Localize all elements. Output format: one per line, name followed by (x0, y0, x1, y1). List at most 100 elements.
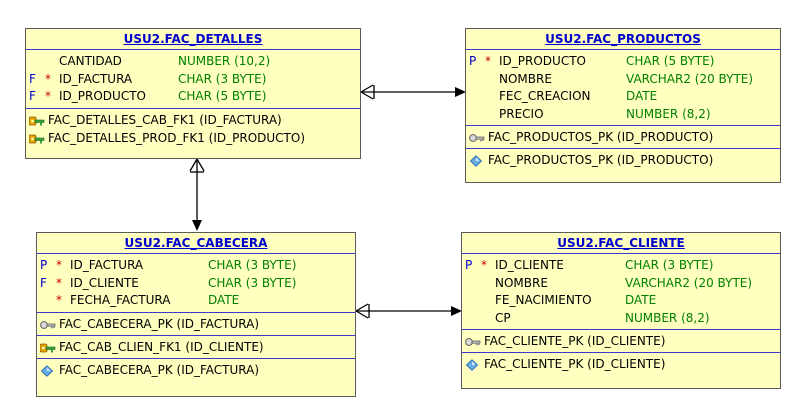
column-type: NUMBER (10,2) (178, 54, 271, 68)
index-label: FAC_CLIENTE_PK (ID_CLIENTE) (484, 357, 666, 371)
index-section: FAC_CABECERA_PK (ID_FACTURA) (37, 359, 355, 381)
foreign-key-label: FAC_CAB_CLIEN_FK1 (ID_CLIENTE) (59, 339, 264, 354)
index-item[interactable]: FAC_CLIENTE_PK (ID_CLIENTE) (462, 355, 780, 373)
foreign-keys-section: FAC_CAB_CLIEN_FK1 (ID_CLIENTE) (37, 336, 355, 359)
column-name: ID_CLIENTE (495, 258, 564, 272)
column-row[interactable]: P * ID_FACTURA CHAR (3 BYTE) (37, 257, 355, 275)
column-type: NUMBER (8,2) (625, 310, 710, 325)
column-type: CHAR (5 BYTE) (178, 89, 267, 103)
table-fac-cliente[interactable]: USU2.FAC_CLIENTE P * ID_CLIENTE CHAR (3 … (461, 232, 781, 389)
column-row[interactable]: NOMBRE VARCHAR2 (20 BYTE) (466, 71, 780, 89)
foreign-key-item[interactable]: FAC_DETALLES_PROD_FK1 (ID_PRODUCTO) (26, 129, 360, 147)
primary-key-label: FAC_CLIENTE_PK (ID_CLIENTE) (484, 334, 666, 348)
column-row[interactable]: CP NUMBER (8,2) (462, 310, 780, 328)
table-title[interactable]: USU2.FAC_DETALLES (26, 29, 360, 50)
columns-section: CANTIDAD NUMBER (10,2) F * ID_FACTURA CH… (26, 50, 360, 109)
required-mark: * (56, 275, 62, 290)
column-row[interactable]: P * ID_PRODUCTO CHAR (5 BYTE) (466, 53, 780, 71)
index-icon (465, 358, 479, 376)
foreign-key-item[interactable]: FAC_CAB_CLIEN_FK1 (ID_CLIENTE) (37, 338, 355, 356)
column-name: FECHA_FACTURA (70, 293, 171, 307)
column-type: CHAR (3 BYTE) (208, 275, 297, 290)
key-flag: F (40, 275, 47, 290)
primary-key-label: FAC_PRODUCTOS_PK (ID_PRODUCTO) (488, 130, 714, 144)
required-mark: * (481, 258, 487, 272)
column-type: DATE (626, 89, 658, 103)
required-mark: * (485, 54, 491, 68)
relation-detalles-cabecera (189, 158, 205, 231)
column-name: ID_FACTURA (59, 71, 133, 86)
required-mark: * (56, 258, 62, 272)
column-name: ID_PRODUCTO (499, 54, 586, 68)
index-section: FAC_CLIENTE_PK (ID_CLIENTE) (462, 353, 780, 375)
primary-key-section: FAC_CABECERA_PK (ID_FACTURA) (37, 313, 355, 336)
column-name: ID_FACTURA (70, 258, 144, 272)
table-title[interactable]: USU2.FAC_CABECERA (37, 233, 355, 254)
column-row[interactable]: F * ID_PRODUCTO CHAR (5 BYTE) (26, 88, 360, 106)
column-row[interactable]: FEC_CREACION DATE (466, 88, 780, 106)
primary-key-item[interactable]: FAC_CLIENTE_PK (ID_CLIENTE) (462, 332, 780, 350)
key-flag: P (465, 258, 473, 272)
column-type: DATE (208, 293, 240, 307)
column-row[interactable]: NOMBRE VARCHAR2 (20 BYTE) (462, 275, 780, 293)
column-row[interactable]: F * ID_FACTURA CHAR (3 BYTE) (26, 71, 360, 89)
foreign-keys-section: FAC_DETALLES_CAB_FK1 (ID_FACTURA) FAC_DE… (26, 109, 360, 149)
column-name: CANTIDAD (59, 54, 122, 68)
index-item[interactable]: FAC_CABECERA_PK (ID_FACTURA) (37, 361, 355, 379)
relation-cabecera-cliente (355, 303, 462, 319)
table-fac-cabecera[interactable]: USU2.FAC_CABECERA P * ID_FACTURA CHAR (3… (36, 232, 356, 397)
index-label: FAC_PRODUCTOS_PK (ID_PRODUCTO) (488, 153, 714, 167)
index-label: FAC_CABECERA_PK (ID_FACTURA) (59, 362, 260, 377)
index-item[interactable]: FAC_PRODUCTOS_PK (ID_PRODUCTO) (466, 151, 780, 169)
key-flag: F (29, 89, 36, 103)
primary-key-label: FAC_CABECERA_PK (ID_FACTURA) (59, 316, 260, 331)
foreign-key-icon (39, 341, 56, 359)
primary-key-item[interactable]: FAC_CABECERA_PK (ID_FACTURA) (37, 315, 355, 333)
required-mark: * (56, 293, 62, 307)
table-fac-detalles[interactable]: USU2.FAC_DETALLES CANTIDAD NUMBER (10,2)… (25, 28, 361, 159)
column-row[interactable]: FE_NACIMIENTO DATE (462, 292, 780, 310)
foreign-key-icon (28, 114, 45, 132)
column-name: CP (495, 310, 511, 325)
index-icon (469, 154, 483, 172)
column-row[interactable]: PRECIO NUMBER (8,2) (466, 106, 780, 124)
table-title[interactable]: USU2.FAC_PRODUCTOS (466, 29, 780, 50)
table-title[interactable]: USU2.FAC_CLIENTE (462, 233, 780, 254)
foreign-key-label: FAC_DETALLES_PROD_FK1 (ID_PRODUCTO) (48, 130, 305, 145)
column-name: NOMBRE (499, 71, 552, 86)
primary-key-section: FAC_PRODUCTOS_PK (ID_PRODUCTO) (466, 126, 780, 149)
column-type: CHAR (5 BYTE) (626, 54, 715, 68)
index-icon (40, 364, 54, 382)
primary-key-item[interactable]: FAC_PRODUCTOS_PK (ID_PRODUCTO) (466, 128, 780, 146)
column-name: FEC_CREACION (499, 89, 591, 103)
foreign-key-label: FAC_DETALLES_CAB_FK1 (ID_FACTURA) (48, 112, 282, 127)
column-type: NUMBER (8,2) (626, 106, 711, 121)
column-row[interactable]: P * ID_CLIENTE CHAR (3 BYTE) (462, 257, 780, 275)
column-name: NOMBRE (495, 275, 548, 290)
column-type: DATE (625, 293, 657, 307)
column-row[interactable]: F * ID_CLIENTE CHAR (3 BYTE) (37, 275, 355, 293)
foreign-key-item[interactable]: FAC_DETALLES_CAB_FK1 (ID_FACTURA) (26, 111, 360, 129)
relation-detalles-productos (360, 84, 466, 100)
column-type: CHAR (3 BYTE) (178, 71, 267, 86)
column-name: ID_CLIENTE (70, 275, 139, 290)
column-row[interactable]: * FECHA_FACTURA DATE (37, 292, 355, 310)
column-type: CHAR (3 BYTE) (208, 258, 297, 272)
index-section: FAC_PRODUCTOS_PK (ID_PRODUCTO) (466, 149, 780, 171)
primary-key-icon (469, 131, 485, 149)
columns-section: P * ID_FACTURA CHAR (3 BYTE) F * ID_CLIE… (37, 254, 355, 313)
column-type: CHAR (3 BYTE) (625, 258, 714, 272)
required-mark: * (45, 71, 51, 86)
column-name: PRECIO (499, 106, 544, 121)
column-type: VARCHAR2 (20 BYTE) (626, 71, 754, 86)
column-name: ID_PRODUCTO (59, 89, 146, 103)
column-type: VARCHAR2 (20 BYTE) (625, 275, 753, 290)
primary-key-section: FAC_CLIENTE_PK (ID_CLIENTE) (462, 330, 780, 353)
primary-key-icon (465, 335, 481, 353)
column-row[interactable]: CANTIDAD NUMBER (10,2) (26, 53, 360, 71)
required-mark: * (45, 89, 51, 103)
columns-section: P * ID_CLIENTE CHAR (3 BYTE) NOMBRE VARC… (462, 254, 780, 330)
table-fac-productos[interactable]: USU2.FAC_PRODUCTOS P * ID_PRODUCTO CHAR … (465, 28, 781, 183)
columns-section: P * ID_PRODUCTO CHAR (5 BYTE) NOMBRE VAR… (466, 50, 780, 126)
foreign-key-icon (28, 132, 45, 150)
